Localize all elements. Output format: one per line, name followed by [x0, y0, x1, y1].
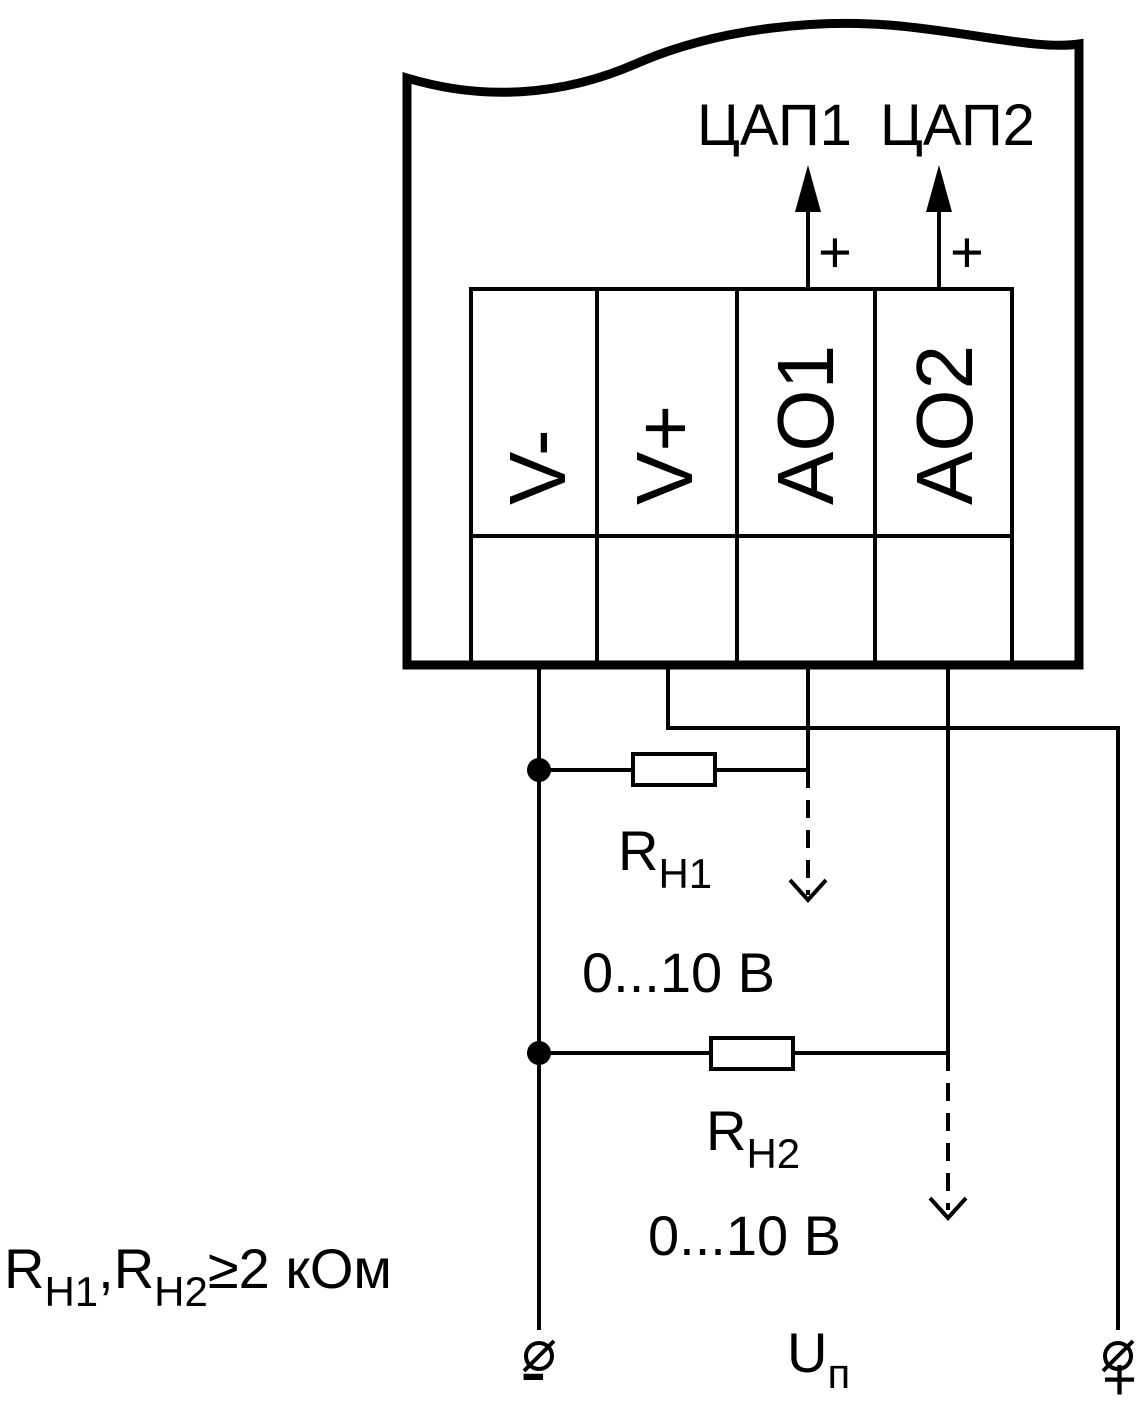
dac2-plus: +	[950, 220, 984, 285]
dac1-plus: +	[818, 220, 852, 285]
terminal-label-v-minus: V-	[493, 429, 582, 505]
terminal-block	[469, 287, 1014, 665]
load-resistance-condition: RН1,RН2≥2 кОм	[4, 1237, 392, 1315]
range-label-ao2: 0...10 В	[648, 1204, 841, 1267]
rh2-label: RН2	[706, 1099, 800, 1177]
range-label-ao1: 0...10 В	[582, 941, 775, 1004]
supply-minus-sign: -	[520, 1326, 547, 1405]
supply-plus-terminal-icon	[1103, 1341, 1133, 1371]
junction-dot	[527, 758, 551, 782]
terminal-label-ao1: AO1	[761, 345, 850, 505]
resistor-rh2	[709, 1036, 795, 1071]
ao2-current-arrow-icon	[928, 1196, 968, 1221]
ao1-current-arrow-icon	[788, 878, 828, 903]
supply-voltage-label: Uп	[787, 1321, 850, 1397]
dac2-label: ЦАП2	[880, 93, 1035, 158]
supply-plus-sign: +	[1102, 1346, 1137, 1405]
terminal-label-v-plus: V+	[620, 405, 709, 505]
dac2-arrow-icon	[926, 165, 952, 212]
device-body	[402, 18, 1084, 670]
resistor-rh1	[631, 752, 717, 787]
supply-minus-terminal-icon	[524, 1341, 554, 1371]
junction-dot	[527, 1041, 551, 1065]
rh1-label: RН1	[618, 819, 712, 897]
terminal-label-ao2: AO2	[900, 345, 989, 505]
dac1-label: ЦАП1	[697, 93, 852, 158]
dac1-arrow-icon	[795, 165, 821, 212]
